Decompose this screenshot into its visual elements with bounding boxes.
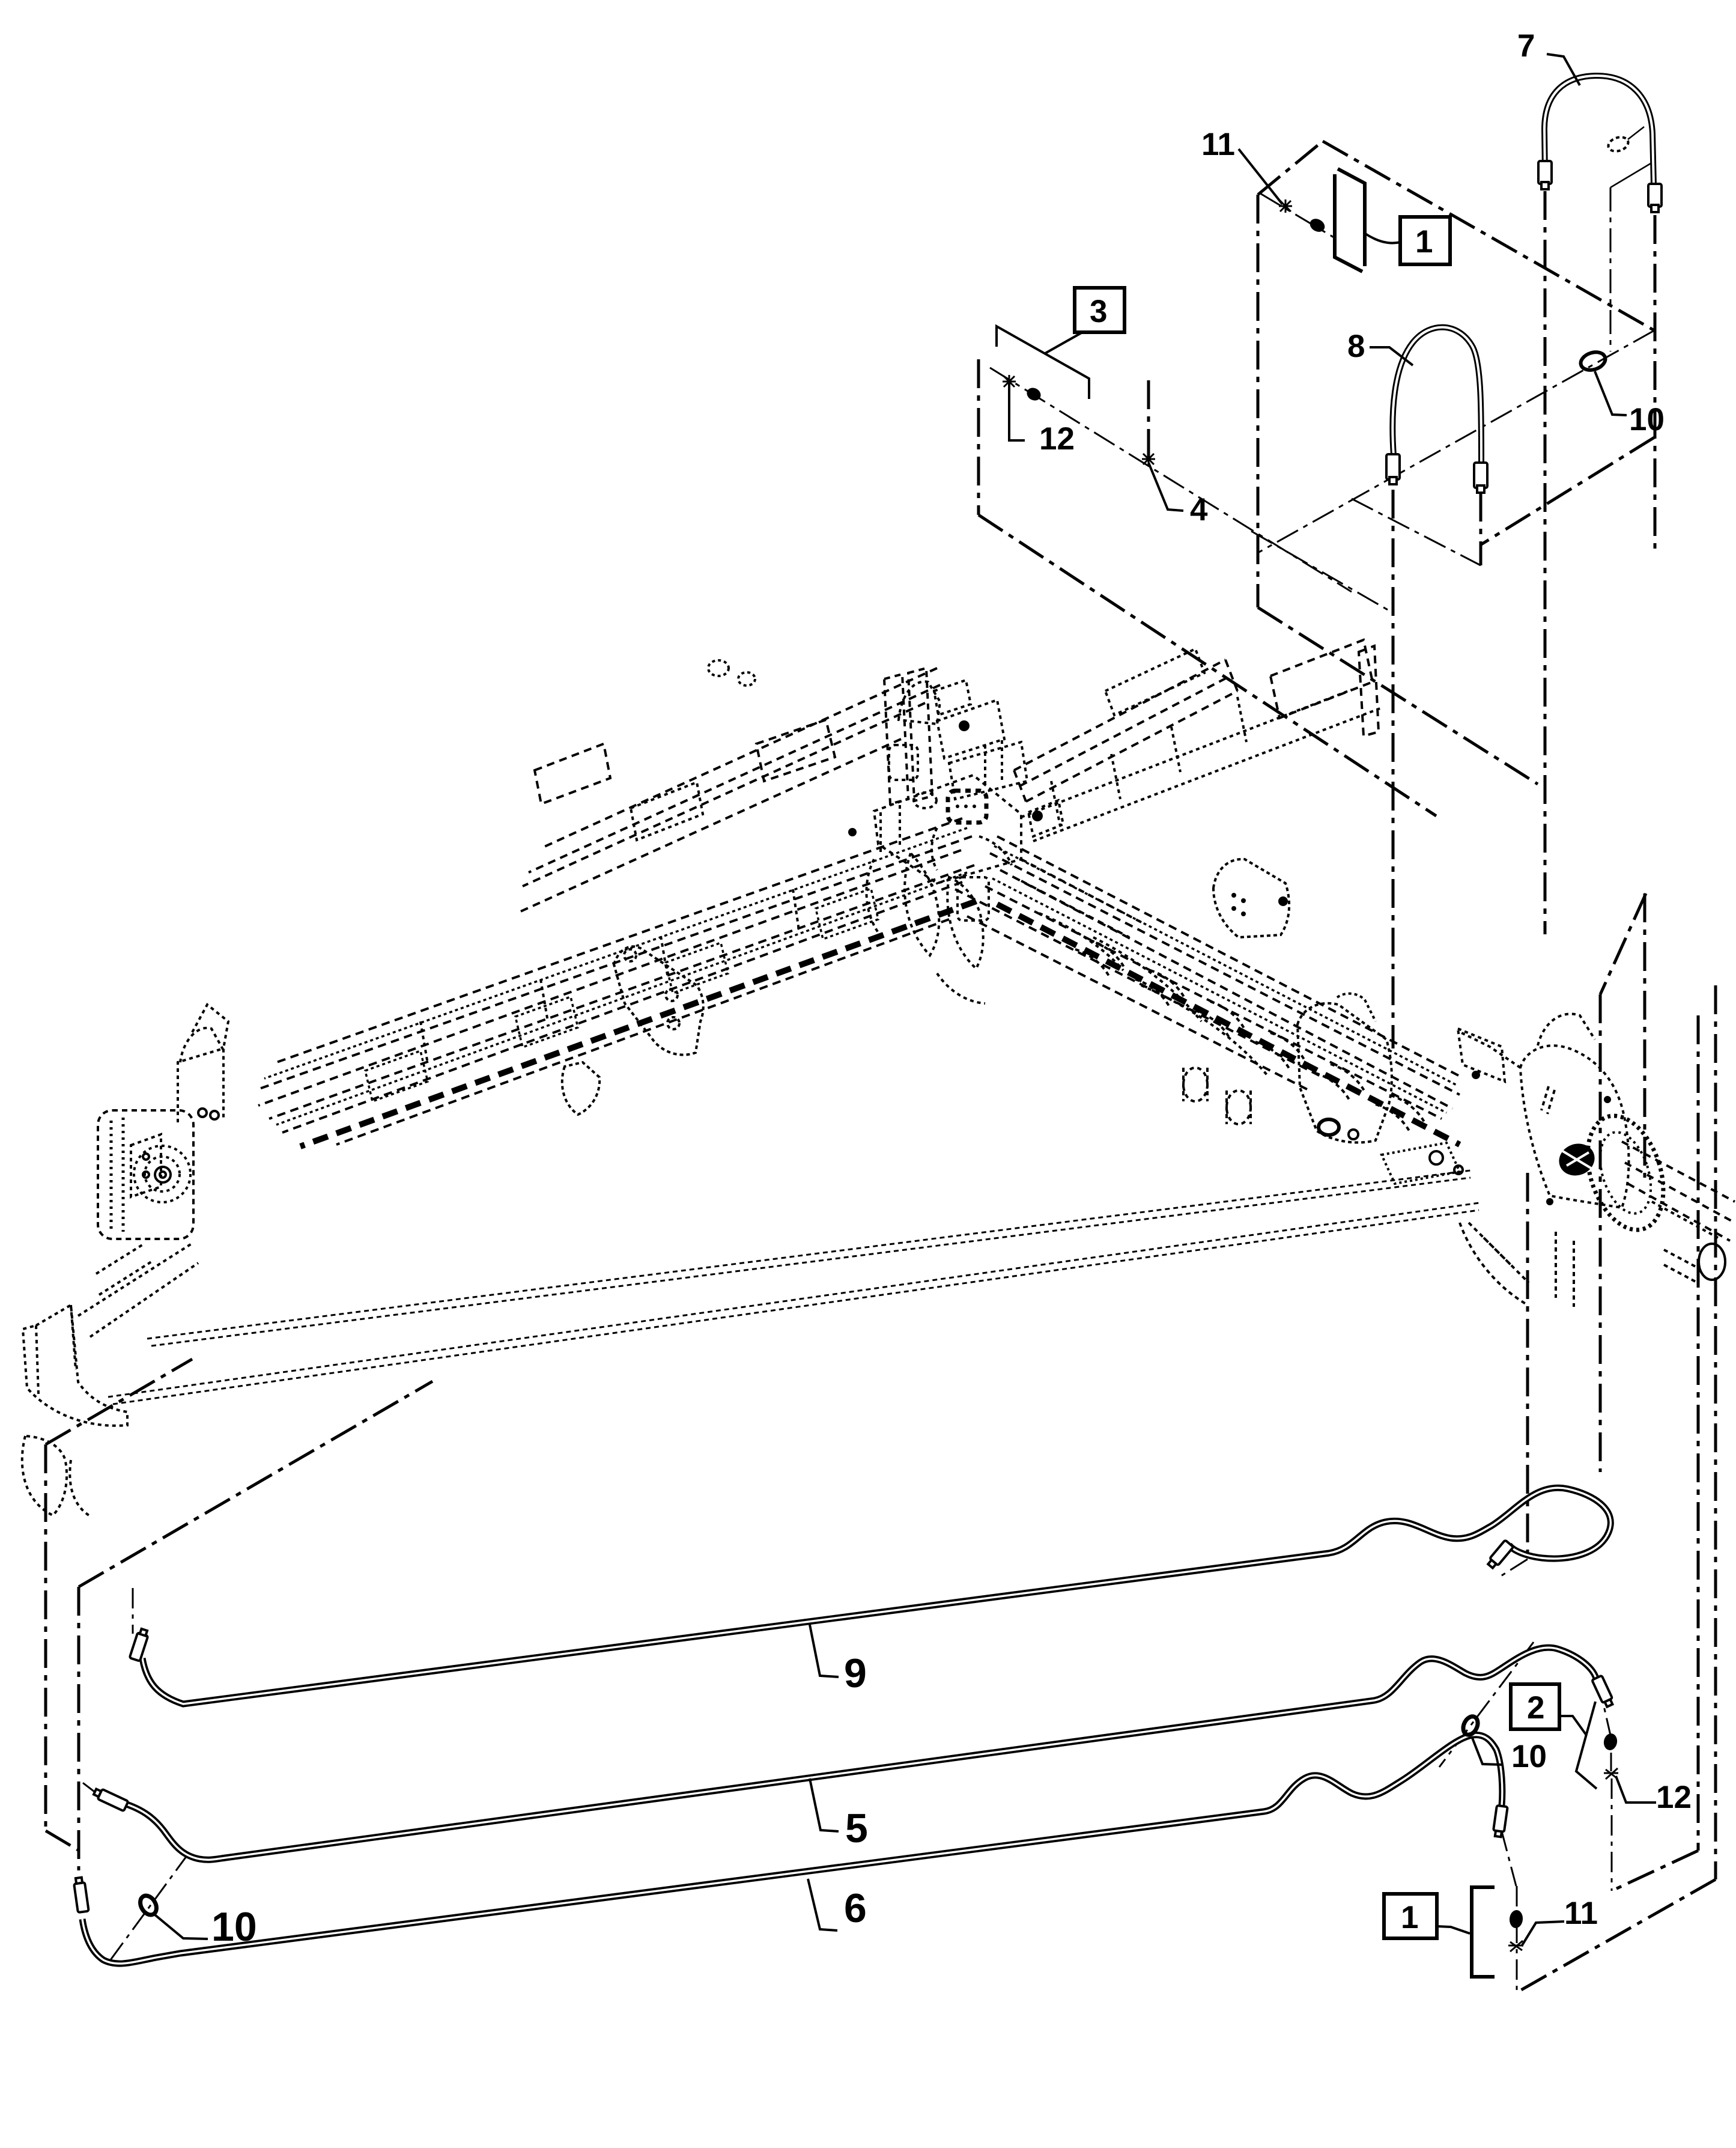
- svg-text:2: 2: [1527, 1690, 1544, 1726]
- svg-text:1: 1: [1401, 1900, 1418, 1935]
- svg-text:3: 3: [1090, 294, 1107, 329]
- svg-text:11: 11: [1201, 127, 1235, 162]
- svg-text:8: 8: [1347, 329, 1365, 364]
- svg-text:7: 7: [1517, 28, 1535, 64]
- svg-text:10: 10: [1629, 402, 1665, 437]
- svg-text:11: 11: [1564, 1896, 1598, 1931]
- svg-text:10: 10: [211, 1904, 257, 1950]
- svg-text:9: 9: [844, 1651, 867, 1696]
- svg-text:10: 10: [1511, 1739, 1547, 1774]
- svg-text:4: 4: [1190, 492, 1208, 528]
- svg-text:6: 6: [844, 1885, 867, 1931]
- svg-text:12: 12: [1039, 421, 1075, 457]
- svg-text:5: 5: [845, 1806, 868, 1851]
- svg-text:12: 12: [1656, 1780, 1692, 1815]
- svg-text:1: 1: [1415, 224, 1433, 260]
